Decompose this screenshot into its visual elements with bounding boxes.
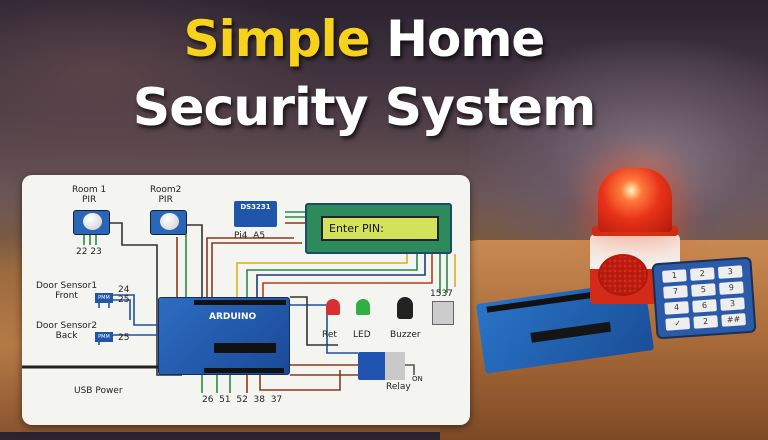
door-sensor1-pins: 24 25 bbox=[118, 285, 130, 305]
door-sensor1-label: Door Sensor1 Front bbox=[36, 281, 98, 301]
arduino-board: ARDUINO bbox=[158, 297, 290, 375]
key: 3 bbox=[720, 297, 745, 311]
background-room bbox=[0, 0, 330, 180]
arduino-label: ARDUINO bbox=[209, 312, 257, 322]
room2-pir-label: Room2 PIR bbox=[150, 185, 182, 205]
key: 2 bbox=[689, 267, 715, 281]
title-line-1: Simple Home bbox=[0, 10, 748, 68]
arduino-header-bottom bbox=[204, 368, 284, 373]
room1-pir-sensor bbox=[73, 210, 110, 235]
relay-module bbox=[358, 352, 405, 380]
key: 4 bbox=[664, 301, 690, 315]
key: ## bbox=[721, 313, 746, 327]
keypad: 1 2 3 7 5 9 4 6 3 ✓ 2 ## bbox=[651, 256, 757, 340]
title-line-2: Security System bbox=[132, 78, 597, 138]
relay-on-label: ON bbox=[412, 375, 423, 383]
relay-label: Relay bbox=[386, 382, 411, 392]
red-led-label: Ret bbox=[322, 330, 337, 340]
red-beacon-light bbox=[598, 168, 672, 232]
key: ✓ bbox=[665, 317, 691, 331]
door-sensor2-label: Door Sensor2 Back bbox=[36, 321, 98, 341]
key: 5 bbox=[691, 283, 716, 297]
room2-pir-sensor bbox=[150, 210, 187, 235]
module-1537 bbox=[432, 301, 454, 325]
key: 7 bbox=[663, 285, 688, 299]
door-sensor2-pins: 25 bbox=[118, 333, 130, 343]
room1-pir-label: Room 1 PIR bbox=[72, 185, 107, 205]
key: 6 bbox=[692, 299, 717, 313]
buzzer-label: Buzzer bbox=[390, 330, 421, 340]
title-rest: Home bbox=[386, 10, 545, 68]
red-led-icon bbox=[326, 299, 340, 315]
title-highlight: Simple bbox=[183, 10, 371, 68]
rtc-module: DS3231 bbox=[234, 201, 277, 227]
key: 9 bbox=[718, 281, 744, 295]
wiring-diagram-card: Room 1 PIR 22 23 Room2 PIR DS3231 Pi4 A5… bbox=[22, 175, 470, 425]
door-sensor1: PMM bbox=[95, 293, 113, 303]
module-1537-label: 1537 bbox=[430, 289, 453, 299]
buzzer-icon bbox=[397, 297, 413, 319]
key: 2 bbox=[693, 315, 719, 329]
board-chip bbox=[530, 321, 612, 343]
relay-switch bbox=[385, 352, 405, 380]
bottom-pins: 26 51 52 38 37 bbox=[202, 395, 283, 405]
rtc-pins: Pi4 A5 bbox=[234, 231, 266, 241]
usb-power-label: USB Power bbox=[74, 386, 123, 396]
siren-speaker-icon bbox=[598, 254, 648, 296]
lcd-screen-text: Enter PIN: bbox=[321, 216, 439, 241]
key: 3 bbox=[717, 265, 743, 279]
arduino-header bbox=[194, 300, 286, 305]
lcd-display: Enter PIN: bbox=[305, 203, 452, 254]
door-sensor2: PMM bbox=[95, 332, 113, 342]
green-led-label: LED bbox=[353, 330, 371, 340]
room1-pins: 22 23 bbox=[76, 247, 102, 257]
key: 1 bbox=[662, 269, 687, 283]
arduino-chip bbox=[214, 343, 276, 353]
green-led-icon bbox=[356, 299, 370, 315]
